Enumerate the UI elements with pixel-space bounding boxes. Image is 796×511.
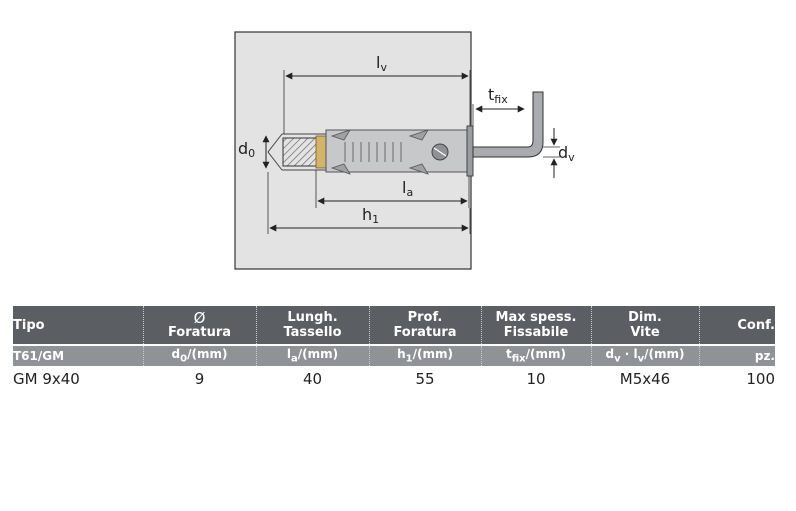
label-h1: h1 bbox=[362, 205, 379, 226]
cell-tipo: GM 9x40 bbox=[13, 370, 80, 388]
cell-conf: 100 bbox=[746, 370, 775, 388]
dimension-dv: dv bbox=[543, 128, 575, 178]
unit-h1: h1/(mm) bbox=[368, 344, 481, 366]
cell-prof-foratura: 55 bbox=[415, 370, 435, 388]
diameter-symbol: Ø bbox=[193, 308, 206, 327]
unit-la: la/(mm) bbox=[255, 344, 369, 366]
table-row: GM 9x40 9 40 55 10 M5x46 100 bbox=[13, 366, 775, 392]
header-row: Tipo Ø Foratura Lungh. Tassello Prof. Fo… bbox=[13, 306, 775, 345]
label-lv: lv bbox=[376, 53, 387, 74]
dimension-d0: d0 bbox=[238, 135, 270, 169]
col-header-foratura: Ø Foratura bbox=[142, 306, 256, 345]
unit-dv-lv: dv · lv/(mm) bbox=[590, 344, 699, 366]
dimension-h1: h1 bbox=[267, 172, 471, 234]
dimension-tfix: tfix bbox=[472, 85, 525, 126]
spec-table: Tipo Ø Foratura Lungh. Tassello Prof. Fo… bbox=[13, 306, 775, 392]
col-header-prof-foratura: Prof. Foratura bbox=[368, 306, 481, 345]
col-header-lungh-tassello: Lungh. Tassello bbox=[255, 306, 369, 345]
cell-lungh-tassello: 40 bbox=[302, 370, 323, 388]
hook-screw bbox=[472, 91, 544, 158]
col-header-conf: Conf. bbox=[698, 306, 775, 345]
hook-anchor-diagram: lv tfix d0 dv la h1 bbox=[234, 31, 575, 270]
unit-tipo: T61/GM bbox=[13, 344, 143, 366]
unit-conf: pz. bbox=[698, 344, 775, 366]
col-header-tipo: Tipo bbox=[13, 306, 143, 345]
col-header-dim-vite: Dim. Vite bbox=[590, 306, 699, 345]
anchor-sleeve bbox=[282, 125, 474, 177]
unit-d0: d0/(mm) bbox=[142, 344, 256, 366]
label-tfix: tfix bbox=[488, 85, 508, 106]
cell-dim-vite: M5x46 bbox=[619, 370, 671, 388]
cell-foratura: 9 bbox=[194, 370, 205, 388]
label-la: la bbox=[402, 178, 413, 199]
cell-max-spess: 10 bbox=[526, 370, 546, 388]
dimension-la: la bbox=[315, 170, 470, 208]
col-header-max-spess: Max spess. Fissabile bbox=[480, 306, 591, 345]
label-dv: dv bbox=[558, 143, 575, 164]
unit-row: T61/GM d0/(mm) la/(mm) h1/(mm) tfix/(mm)… bbox=[13, 344, 775, 366]
unit-tfix: tfix/(mm) bbox=[480, 344, 591, 366]
label-d0: d0 bbox=[238, 139, 255, 160]
dimension-lv: lv bbox=[283, 53, 471, 134]
